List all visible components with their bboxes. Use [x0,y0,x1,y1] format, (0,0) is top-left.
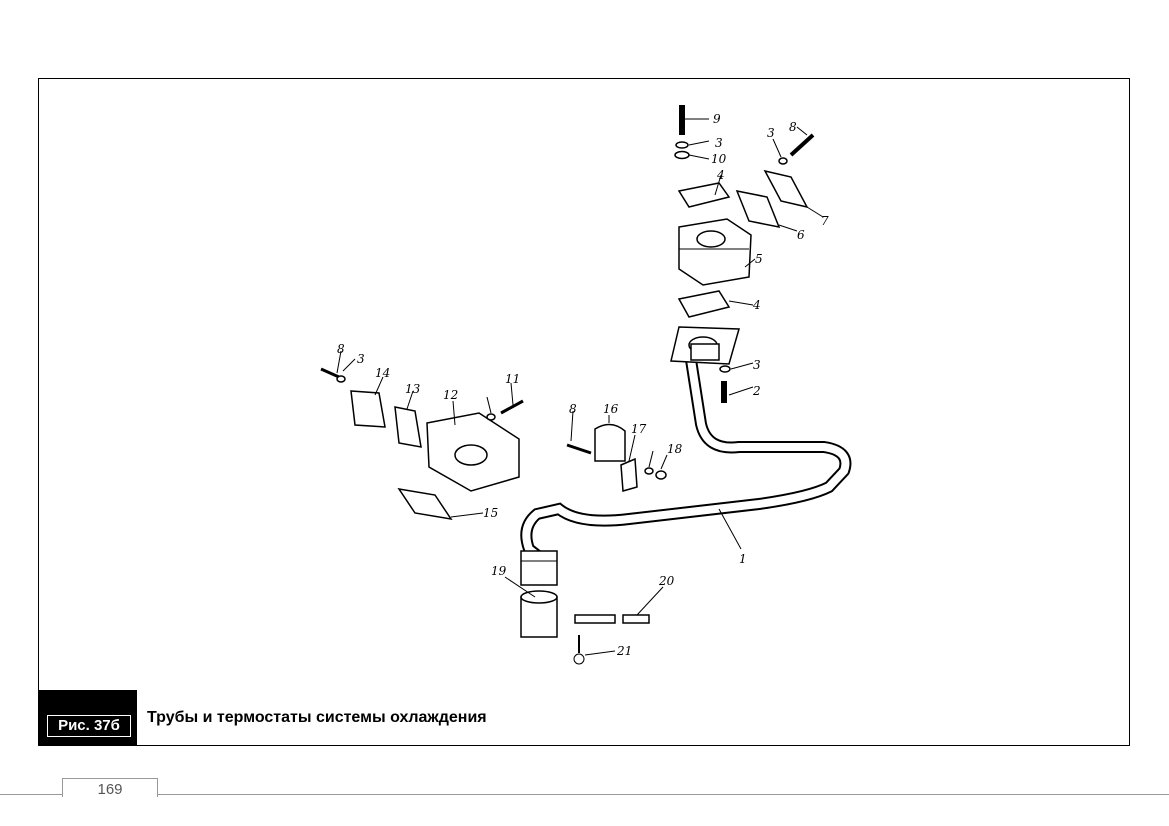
thermostat-housing-5 [678,218,752,286]
gasket-15 [397,487,453,521]
bolt-11 [486,399,524,421]
clip-20 [574,614,650,624]
callout-17: 17 [631,422,647,436]
callout-2: 2 [752,384,761,398]
page-number-tab: 169 [62,778,158,798]
sleeve-19 [520,590,558,638]
figure-number-badge: Рис. 37б [39,690,137,746]
callout-8-clamp: 8 [569,402,577,416]
callout-3-top: 3 [715,136,723,150]
callout-5: 5 [755,252,763,266]
figure-frame: 1 2 3 3 3 3 4 4 5 6 7 8 8 8 9 10 11 12 1… [38,78,1130,746]
callout-8-left: 8 [337,342,345,356]
callout-16: 16 [603,402,619,416]
callout-3-flange: 3 [753,358,761,372]
callout-10: 10 [711,152,727,166]
gasket-4-top [677,182,731,208]
callout-11: 11 [505,372,520,386]
callout-4-bottom: 4 [752,298,761,312]
bolt-2 [719,365,731,403]
bolt-8-left [320,367,346,383]
gasket-6 [735,189,781,229]
bolt-8-clamp [566,443,592,455]
page-number: 169 [97,781,123,798]
callout-18: 18 [667,442,683,456]
gasket-4-bottom [677,290,731,318]
clamp-16 [594,423,626,462]
callout-7: 7 [821,214,829,228]
pin-21 [573,635,585,665]
cover-14 [350,390,386,428]
leader-lines [336,118,824,656]
housing-12 [426,412,520,492]
callout-13: 13 [405,382,421,396]
pipe-part-1 [520,341,852,586]
callout-14: 14 [375,366,390,380]
callout-15: 15 [483,506,498,520]
callout-9: 9 [713,112,721,126]
footer-rule [0,794,1169,795]
figure-number-label: Рис. 37б [47,715,131,737]
callout-labels: 1 2 3 3 3 3 4 4 5 6 7 8 8 8 9 10 11 12 1… [337,112,829,658]
pipe-flange [670,326,740,365]
figure-caption: Трубы и термостаты системы охлаждения [147,709,487,726]
callout-8-top: 8 [789,120,797,134]
callout-3-right: 3 [767,126,775,140]
cover-7 [763,169,809,209]
callout-6: 6 [797,228,805,242]
nut-18 [644,467,667,480]
callout-4-top: 4 [716,168,725,182]
callout-20: 20 [658,574,675,588]
callout-1: 1 [739,552,747,566]
plate-17 [620,457,638,492]
callout-12: 12 [443,388,458,402]
gasket-13 [394,406,422,448]
bolt-9 [674,105,690,160]
callout-21: 21 [616,644,632,658]
parts-drawing: 1 2 3 3 3 3 4 4 5 6 7 8 8 8 9 10 11 12 1… [320,105,852,665]
bolt-8-top-right [778,133,815,165]
callout-19: 19 [491,564,507,578]
callout-3-left: 3 [357,352,365,366]
